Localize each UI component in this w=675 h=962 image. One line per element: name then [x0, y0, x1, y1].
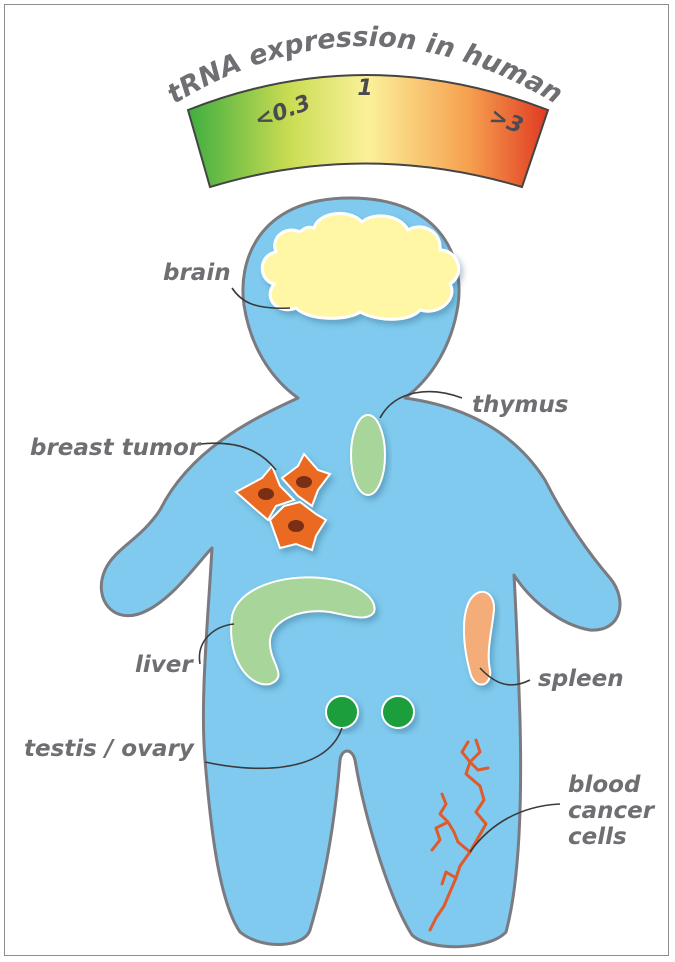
label-breast-tumor: breast tumor [30, 435, 202, 461]
label-spleen: spleen [538, 666, 624, 692]
label-blood-line2: cancer [568, 798, 656, 824]
label-testis-ovary: testis / ovary [24, 736, 195, 762]
label-brain: brain [163, 260, 231, 286]
label-liver: liver [135, 652, 194, 678]
tumor-nucleus [288, 520, 304, 532]
brain-organ [262, 213, 458, 319]
label-blood-line1: blood [568, 772, 641, 798]
tumor-nucleus [258, 488, 274, 500]
tumor-nucleus [296, 476, 312, 488]
gonad-left [326, 696, 358, 728]
label-blood-line3: cells [568, 824, 627, 850]
thymus-organ [351, 415, 385, 495]
label-thymus: thymus [472, 392, 568, 418]
scale-mid-label: 1 [357, 76, 372, 101]
gonad-right [382, 696, 414, 728]
expression-scale: <0.3 1 >3 tRNA expression in human [162, 22, 568, 187]
